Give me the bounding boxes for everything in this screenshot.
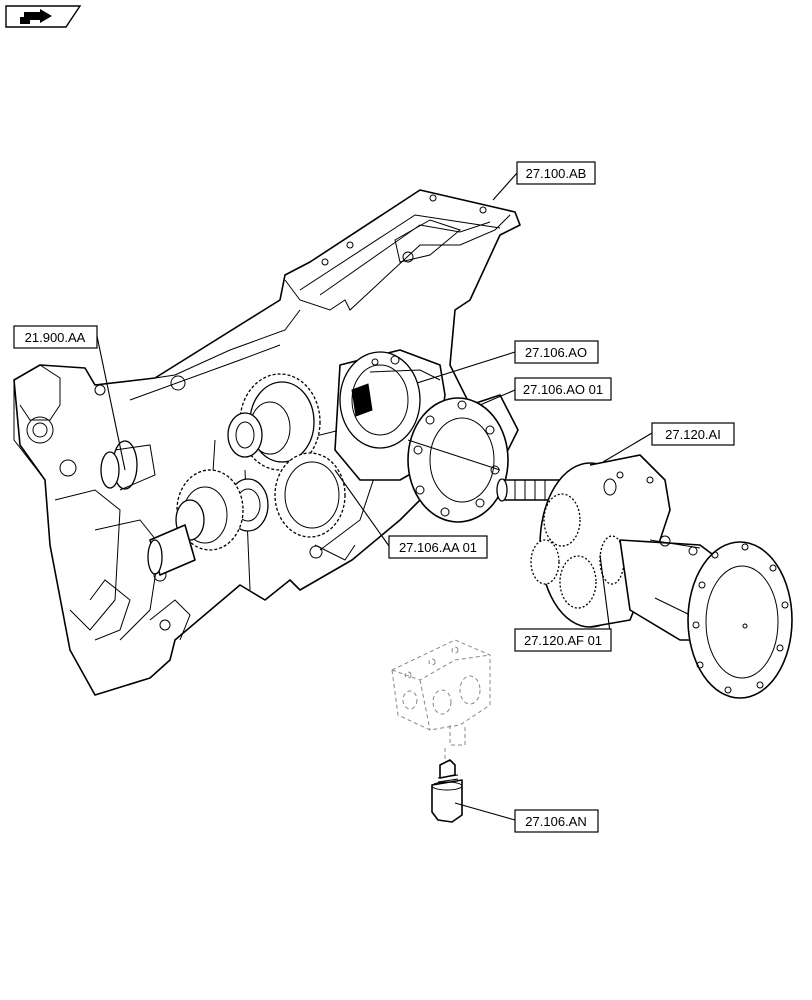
callout-label: 27.106.AO 01 bbox=[523, 382, 603, 397]
leader-lines bbox=[96, 172, 653, 821]
callout-27-106-ao[interactable]: 27.106.AO bbox=[514, 340, 599, 364]
callout-label: 27.100.AB bbox=[526, 166, 587, 181]
callout-27-120-ai[interactable]: 27.120.AI bbox=[651, 422, 735, 446]
callout-27-120-af-01[interactable]: 27.120.AF 01 bbox=[514, 628, 612, 652]
callout-label: 27.106.AA 01 bbox=[399, 540, 477, 555]
callout-27-106-aa-01[interactable]: 27.106.AA 01 bbox=[388, 535, 488, 559]
callout-label: 27.120.AI bbox=[665, 427, 721, 442]
callout-27-100-ab[interactable]: 27.100.AB bbox=[516, 161, 596, 185]
callout-27-106-an[interactable]: 27.106.AN bbox=[514, 809, 599, 833]
gear-train bbox=[100, 373, 346, 576]
callout-label: 27.106.AN bbox=[525, 814, 586, 829]
flange-ring bbox=[407, 397, 509, 523]
callout-27-106-ao-01[interactable]: 27.106.AO 01 bbox=[514, 377, 612, 401]
final-drive-assembly bbox=[496, 454, 793, 699]
callout-label: 27.106.AO bbox=[525, 345, 587, 360]
arrow-right-icon[interactable] bbox=[5, 5, 82, 28]
solenoid-cartridge bbox=[431, 759, 463, 823]
callout-21-900-aa[interactable]: 21.900.AA bbox=[13, 325, 98, 349]
callout-label: 27.120.AF 01 bbox=[524, 633, 602, 648]
valve-block bbox=[391, 639, 491, 770]
callout-label: 21.900.AA bbox=[25, 330, 86, 345]
